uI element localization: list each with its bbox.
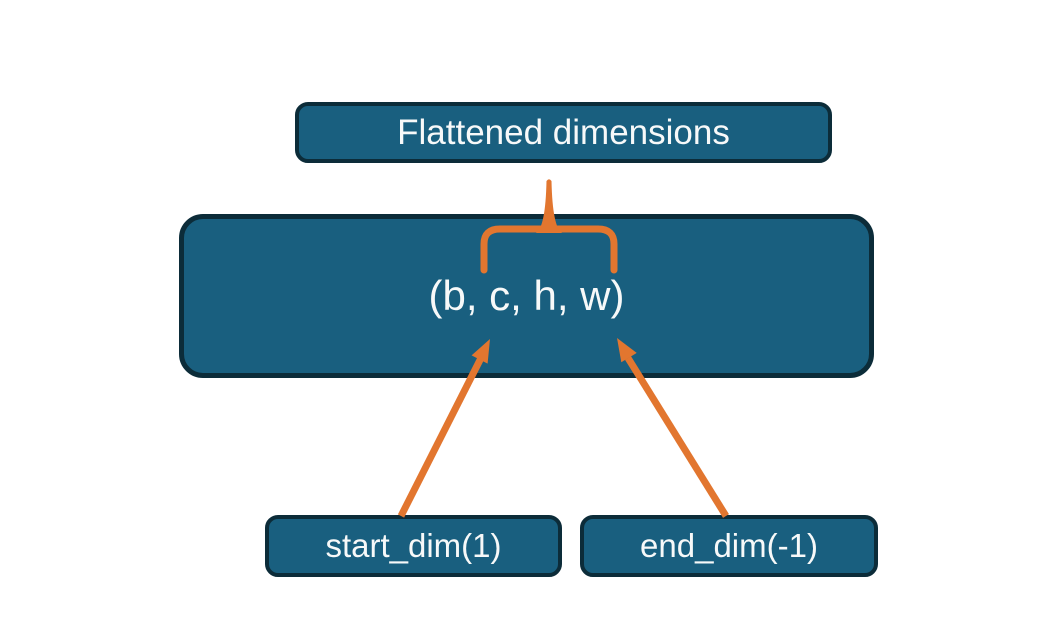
start-dim-box: start_dim(1) <box>265 515 562 577</box>
start-dim-label: start_dim(1) <box>325 527 502 564</box>
end-dim-label: end_dim(-1) <box>640 527 818 564</box>
start-dim-arrow-line <box>397 356 485 518</box>
tensor-shape-box: (b, c, h, w) <box>179 214 874 378</box>
tensor-shape-label: (b, c, h, w) <box>428 272 625 319</box>
end-dim-box: end_dim(-1) <box>580 515 878 577</box>
flattened-dimensions-box: Flattened dimensions <box>295 102 832 163</box>
end-dim-arrow-line <box>625 356 729 518</box>
flattened-dimensions-label: Flattened dimensions <box>397 112 730 152</box>
